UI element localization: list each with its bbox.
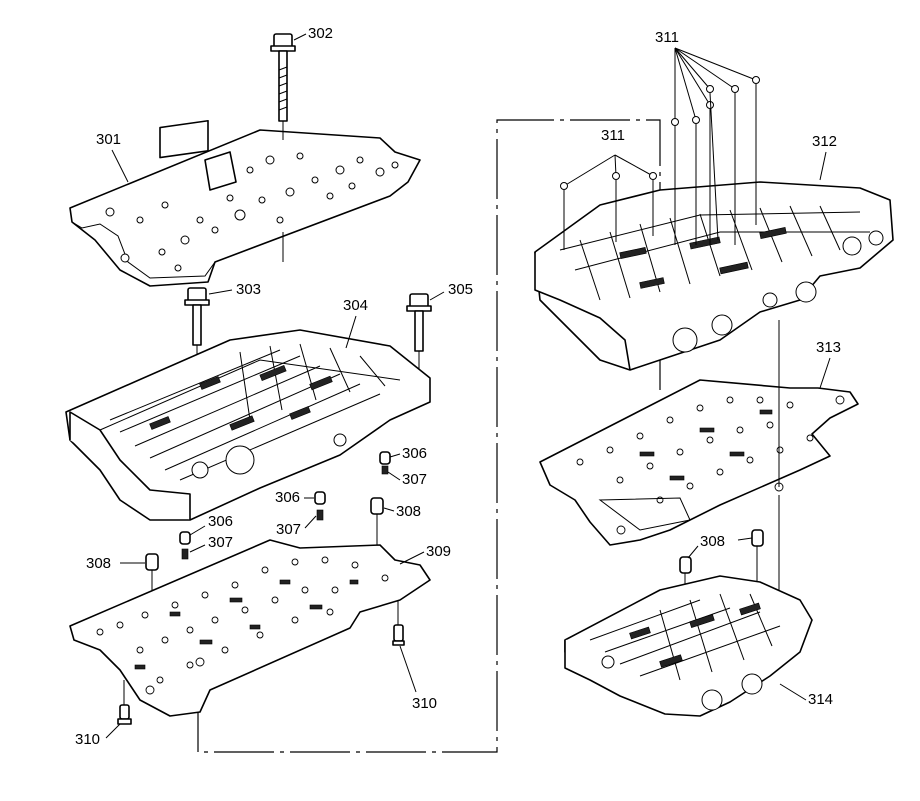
leader-306-c [189, 525, 206, 536]
part-309-separator-plate [69, 539, 431, 717]
callout-311-leaders-left [560, 154, 657, 250]
callout-308-c: 308 [700, 533, 725, 550]
callout-301: 301 [96, 131, 121, 148]
callout-308-b: 308 [86, 555, 111, 572]
leader-310-a [399, 645, 417, 693]
part-306-check-ball-c [179, 531, 191, 545]
callout-306-a: 306 [402, 445, 427, 462]
leader-312 [819, 151, 827, 181]
alignment-frame-line [197, 119, 661, 753]
callout-311-left: 311 [601, 127, 625, 144]
callout-304: 304 [343, 297, 368, 314]
part-312-upper-valve-body [534, 181, 894, 371]
callout-307-b: 307 [276, 521, 301, 538]
leader-303 [208, 289, 233, 295]
part-306-check-ball-a [379, 451, 391, 465]
leader-305 [429, 291, 445, 301]
leader-304 [345, 315, 357, 349]
leader-307-a [387, 471, 401, 481]
part-304-valve-body [65, 329, 431, 521]
leader-302 [293, 33, 307, 41]
part-307-spring-c [181, 548, 189, 560]
part-314-lower-valve-body [564, 575, 813, 717]
leader-307-b [304, 515, 317, 529]
callout-306-b: 306 [275, 489, 300, 506]
callout-303: 303 [236, 281, 261, 298]
callout-307-a: 307 [402, 471, 427, 488]
part-307-spring-a [381, 465, 389, 475]
leader-308-d [737, 537, 753, 541]
part-301-accumulator-cover-plate [69, 119, 421, 287]
leader-307-c [189, 544, 206, 553]
part-307-spring-b [316, 509, 324, 521]
part-302-bolt [270, 33, 296, 140]
callout-308-a: 308 [396, 503, 421, 520]
callout-305: 305 [448, 281, 473, 298]
part-305-bolt [406, 293, 432, 385]
callout-314: 314 [808, 691, 833, 708]
leader-301 [111, 149, 129, 183]
callout-302: 302 [308, 25, 333, 42]
callout-310-b: 310 [75, 731, 100, 748]
callout-306-c: 306 [208, 513, 233, 530]
callout-311-leaders-top [671, 47, 760, 245]
leader-310-b [105, 723, 121, 739]
leader-306-a [389, 453, 401, 458]
callout-309: 309 [426, 543, 451, 560]
callout-313: 313 [816, 339, 841, 356]
callout-311-top: 311 [655, 29, 679, 46]
part-310-screw-b [117, 680, 132, 725]
leader-314 [779, 683, 807, 701]
leader-308-a [383, 507, 395, 512]
part-310-screw-a [392, 600, 405, 646]
part-313-separator-plate [539, 379, 859, 546]
leader-309 [399, 551, 425, 565]
callout-312: 312 [812, 133, 837, 150]
leader-313 [819, 357, 831, 389]
callout-310-a: 310 [412, 695, 437, 712]
part-306-check-ball-b [314, 491, 326, 505]
leader-308-c [687, 545, 699, 559]
callout-307-c: 307 [208, 534, 233, 551]
